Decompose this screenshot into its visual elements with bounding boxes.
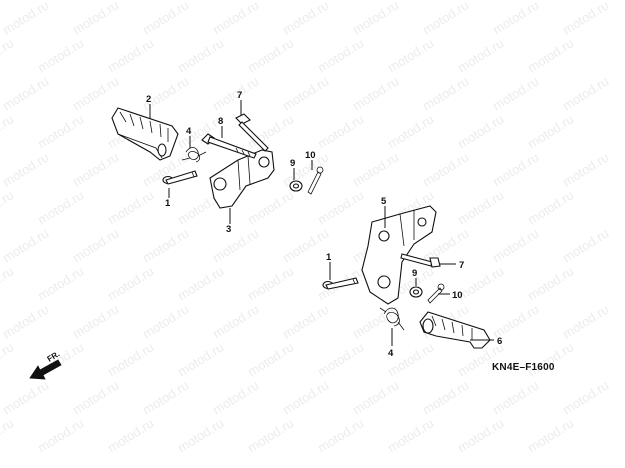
callout-3: 3 [226,224,231,235]
bolt-7-right [400,253,441,268]
bracket-right [361,205,437,305]
pin-right [322,277,359,290]
spring-left [181,147,207,163]
callout-4-left: 4 [186,126,192,137]
bolt-7-left [235,113,269,152]
callout-1-right: 1 [326,252,332,263]
cotter-pin-left [307,166,324,195]
callout-5: 5 [381,196,387,207]
pin-left [162,170,198,185]
footpeg-right [419,311,491,349]
callout-9-right: 9 [412,268,417,279]
bracket-left [209,149,275,209]
callout-6: 6 [497,336,502,347]
callout-10-right: 10 [452,290,463,301]
callout-9-left: 9 [290,158,295,169]
bolt-8 [201,133,257,159]
callout-4-right: 4 [388,348,394,359]
diagram-code: KN4E–F1600 [492,362,555,373]
washer-left [289,180,303,192]
cotter-pin-right [427,283,445,304]
front-arrow-icon [29,359,62,380]
callouts: 2 1 3 4 8 7 9 10 5 1 4 7 9 10 6 [146,90,502,359]
callout-2: 2 [146,94,151,105]
footpeg-left [111,107,179,161]
spring-right [379,307,405,331]
callout-7-left: 7 [237,90,242,101]
leader-lines [149,100,494,346]
callout-1-left: 1 [165,198,171,209]
callout-10-left: 10 [305,150,316,161]
callout-7-right: 7 [459,260,464,271]
callout-8: 8 [218,116,223,127]
washer-right [409,286,423,298]
